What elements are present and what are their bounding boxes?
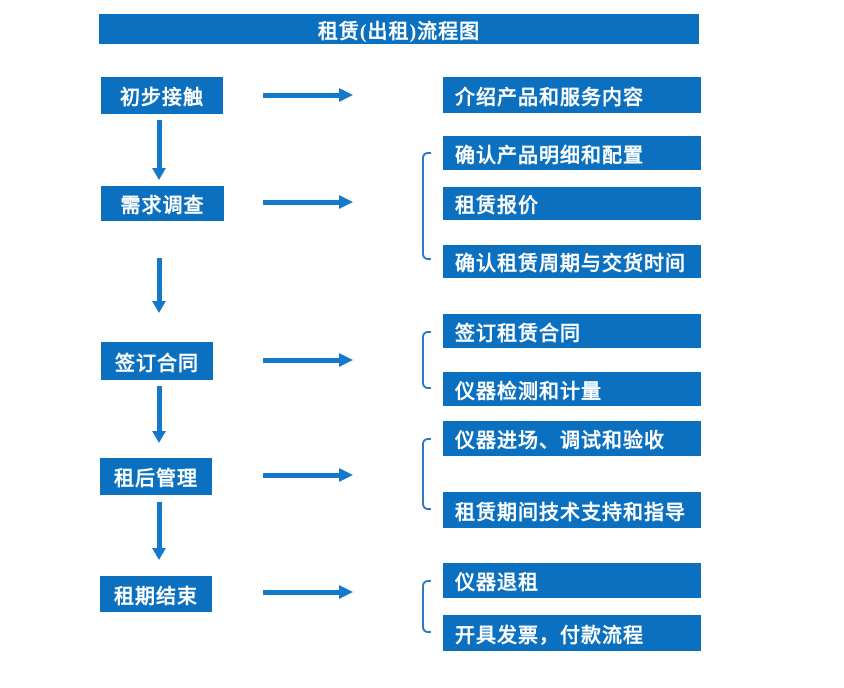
down-arrow-icon (152, 120, 166, 180)
output-box-introduce-products: 介绍产品和服务内容 (443, 77, 701, 113)
down-arrow-icon (152, 502, 166, 560)
right-arrow-icon (263, 468, 353, 482)
step-box-needs-survey: 需求调查 (101, 186, 224, 221)
step-label: 租期结束 (114, 585, 198, 608)
step-box-rental-end: 租期结束 (100, 576, 212, 612)
step-label: 租后管理 (114, 468, 198, 490)
output-label: 仪器检测和计量 (455, 380, 602, 403)
step-box-initial-contact: 初步接触 (101, 77, 223, 114)
step-box-sign-contract: 签订合同 (101, 342, 213, 380)
step-label: 初步接触 (120, 87, 204, 109)
output-label: 租赁期间技术支持和指导 (455, 501, 686, 524)
output-box-invoice-payment: 开具发票，付款流程 (443, 615, 701, 651)
output-label: 介绍产品和服务内容 (455, 86, 644, 109)
output-label: 仪器进场、调试和验收 (455, 430, 665, 452)
right-arrow-icon (263, 195, 353, 209)
step-box-post-rental-management: 租后管理 (100, 458, 212, 495)
right-arrow-icon (263, 353, 353, 367)
output-label: 确认产品明细和配置 (455, 144, 644, 167)
output-label: 确认租赁周期与交货时间 (455, 253, 686, 275)
down-arrow-icon (152, 258, 166, 313)
step-label: 签订合同 (115, 352, 199, 375)
output-box-instrument-return: 仪器退租 (443, 563, 701, 598)
output-box-technical-support: 租赁期间技术支持和指导 (443, 492, 701, 528)
output-label: 签订租赁合同 (455, 322, 581, 345)
diagram-title-bar: 租赁(出租)流程图 (99, 14, 699, 44)
right-arrow-icon (263, 585, 353, 599)
output-box-confirm-rental-period: 确认租赁周期与交货时间 (443, 245, 701, 278)
group-bracket (422, 580, 431, 633)
output-label: 开具发票，付款流程 (455, 624, 644, 647)
output-label: 租赁报价 (455, 195, 539, 217)
output-box-instrument-testing: 仪器检测和计量 (443, 372, 701, 406)
group-bracket (422, 331, 431, 389)
output-box-confirm-product-details: 确认产品明细和配置 (443, 136, 701, 170)
output-box-sign-rental-contract: 签订租赁合同 (443, 314, 701, 348)
down-arrow-icon (152, 386, 166, 443)
step-label: 需求调查 (120, 195, 205, 217)
output-label: 仪器退租 (455, 572, 539, 594)
right-arrow-icon (263, 88, 353, 102)
group-bracket (422, 152, 431, 260)
output-box-rental-quote: 租赁报价 (443, 187, 701, 220)
diagram-title: 租赁(出租)流程图 (317, 20, 481, 43)
group-bracket (422, 438, 431, 510)
output-box-instrument-setup: 仪器进场、调试和验收 (443, 421, 701, 456)
